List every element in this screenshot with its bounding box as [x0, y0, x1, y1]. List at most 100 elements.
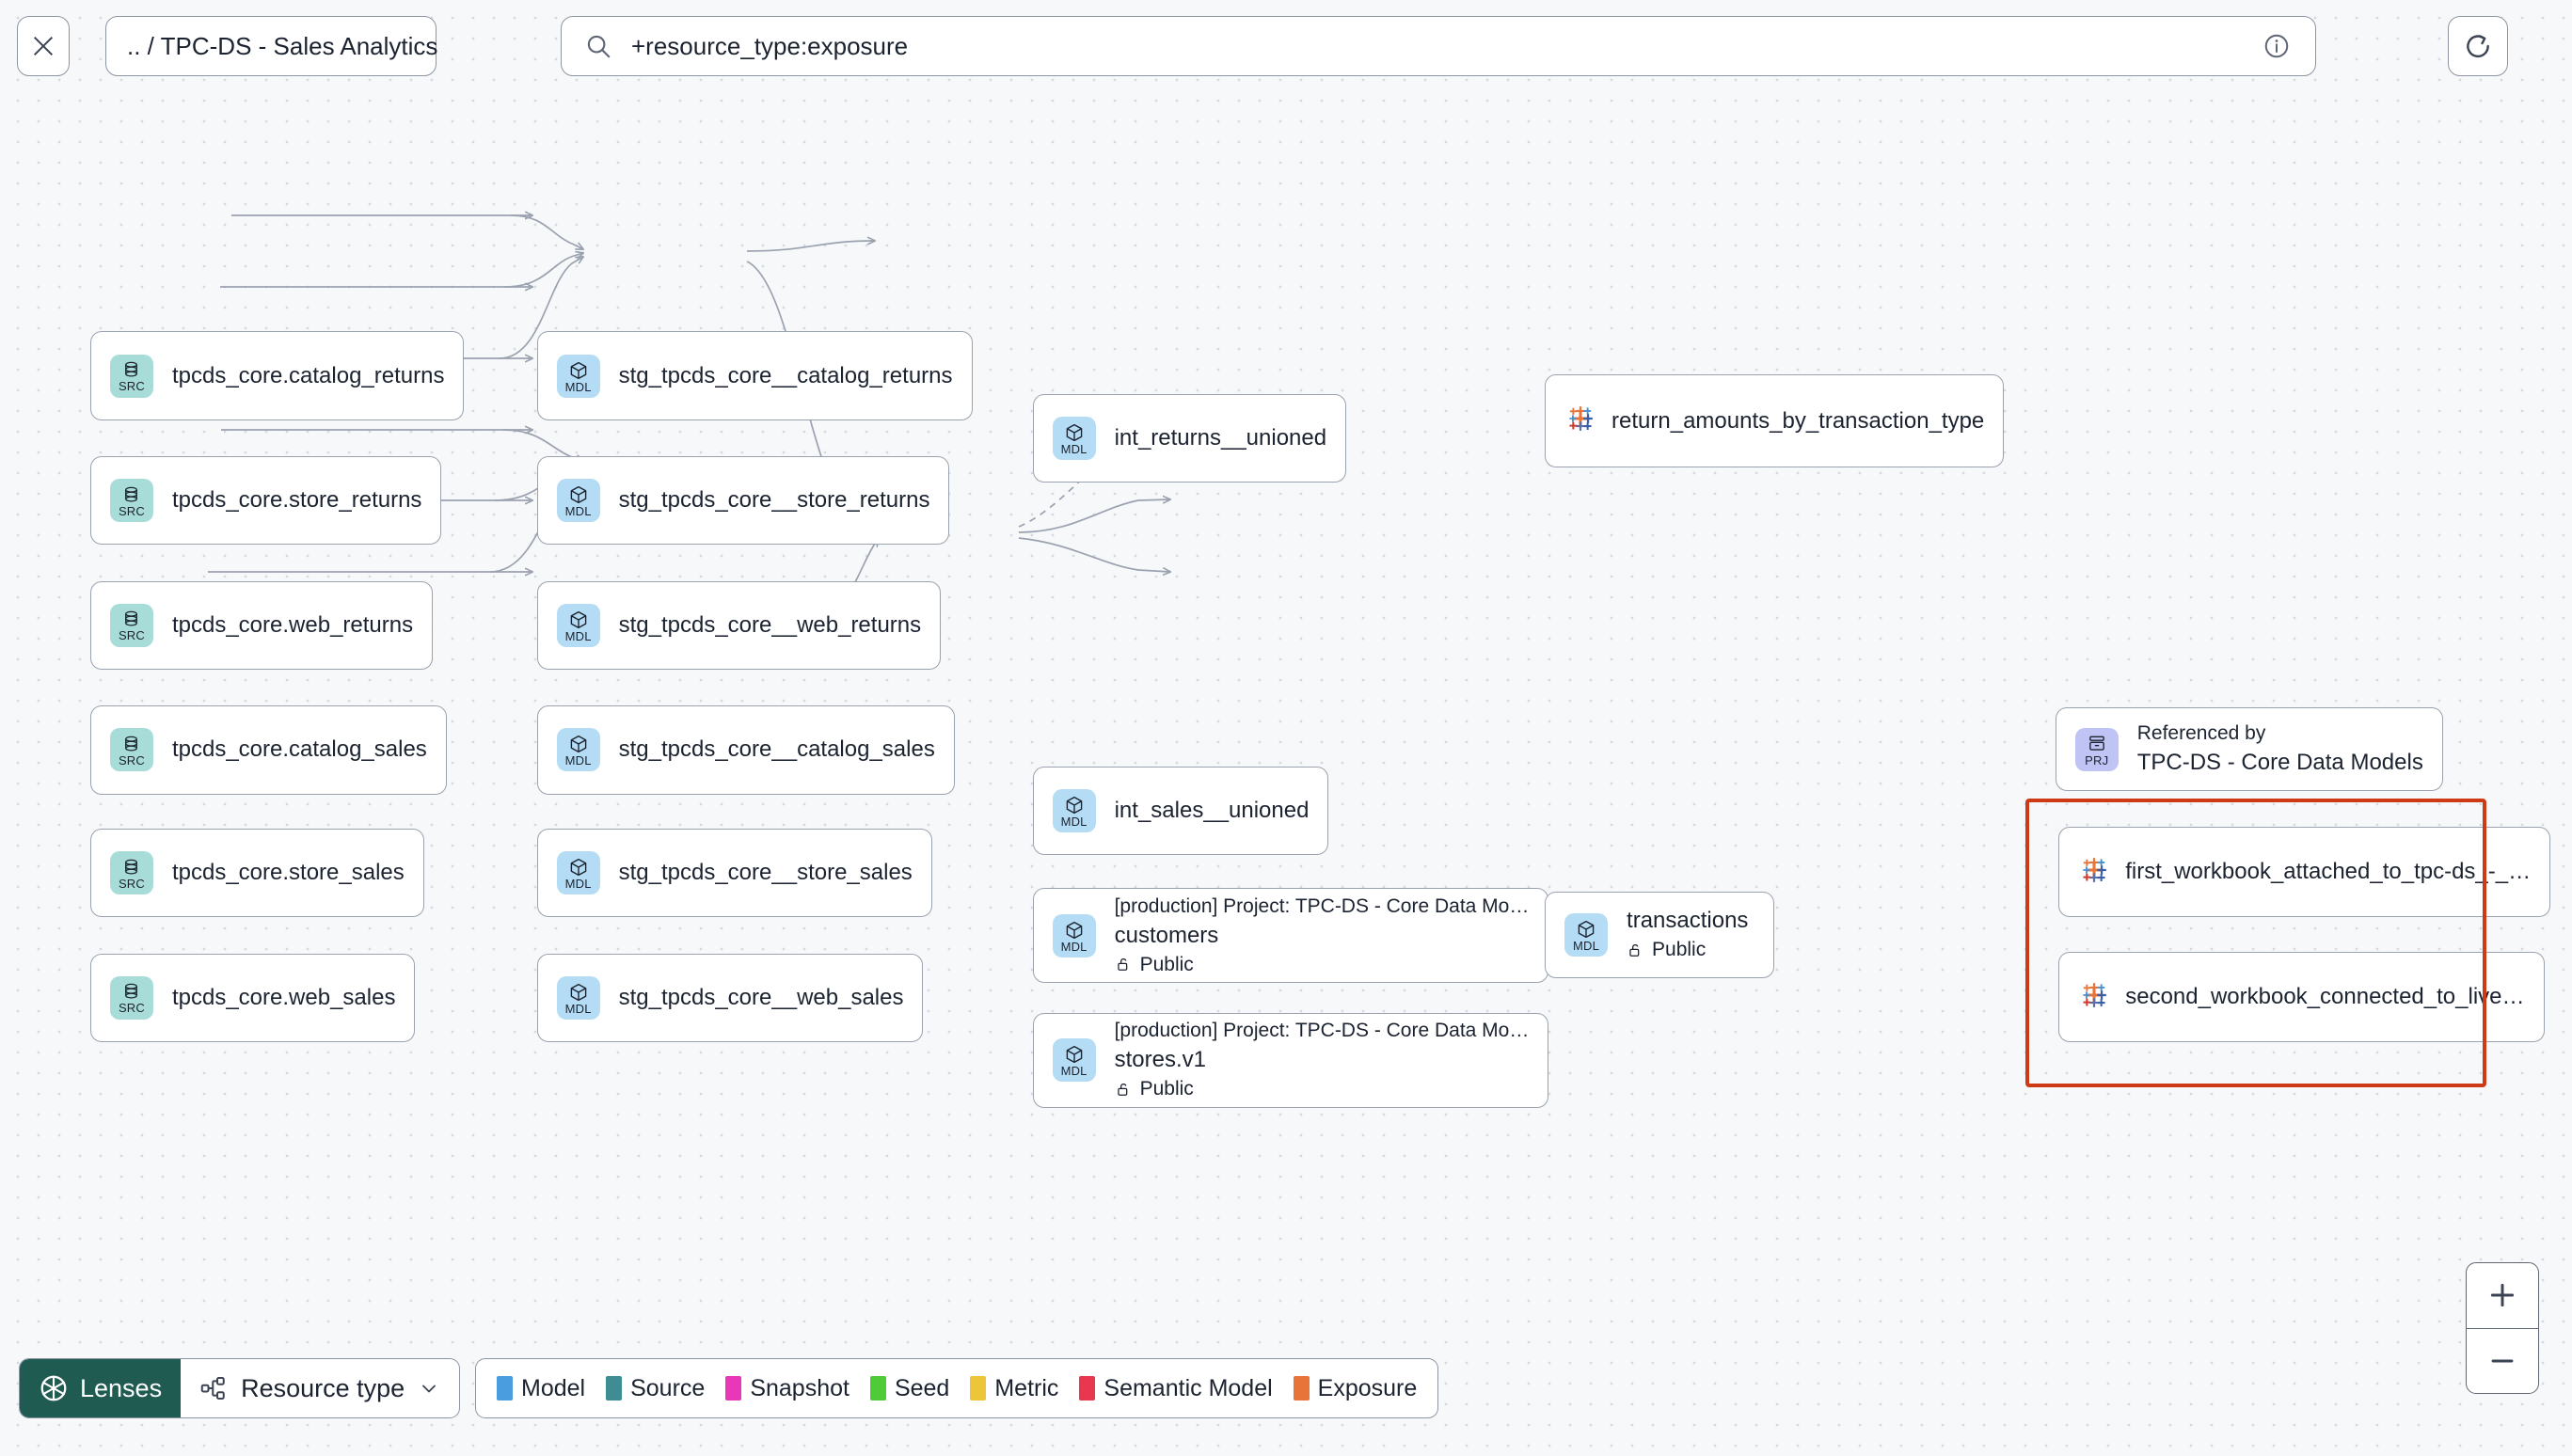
close-button[interactable]	[17, 16, 70, 76]
search-input[interactable]: +resource_type:exposure	[631, 31, 909, 60]
lenses-label: Lenses	[80, 1373, 163, 1402]
legend-label: Snapshot	[750, 1374, 849, 1401]
tableau-icon	[1569, 406, 1593, 431]
hierarchy-icon	[200, 1377, 225, 1400]
close-icon	[33, 36, 54, 56]
graph-node-prj-referenced-by[interactable]: PRJ Referenced by TPC-DS - Core Data Mod…	[2055, 707, 2443, 792]
database-icon	[125, 361, 138, 377]
node-type-badge-src: SRC	[109, 479, 153, 523]
tableau-icon	[2083, 858, 2107, 882]
node-type-badge-mdl: MDL	[556, 728, 600, 772]
node-label: tpcds_core.web_sales	[171, 984, 396, 1010]
project-box-icon	[2088, 736, 2104, 751]
legend-item-semantic-model[interactable]: Semantic Model	[1079, 1375, 1273, 1402]
node-label: tpcds_core.catalog_sales	[171, 736, 427, 763]
unlock-icon	[1117, 958, 1127, 971]
resource-type-dropdown[interactable]: Resource type	[181, 1359, 459, 1417]
search-icon	[587, 35, 611, 58]
node-label: stg_tpcds_core__store_returns	[618, 487, 930, 514]
graph-node-exp-second-workbook[interactable]: second_workbook_connected_to_live…	[2058, 952, 2545, 1043]
refresh-button[interactable]	[2448, 16, 2508, 76]
info-circle-icon	[2264, 34, 2289, 58]
node-label: stg_tpcds_core__web_returns	[618, 611, 922, 638]
graph-node-exp-return-amounts[interactable]: return_amounts_by_transaction_type	[1545, 373, 2005, 468]
zoom-controls[interactable]	[2466, 1262, 2539, 1394]
node-referenced-by-label: Referenced by	[2136, 722, 2266, 745]
zoom-in-button[interactable]	[2467, 1263, 2538, 1329]
lenses-button[interactable]: Lenses	[20, 1359, 182, 1417]
legend-label: Seed	[894, 1374, 950, 1401]
node-visibility: Public	[1115, 954, 1530, 976]
graph-node-exp-first-workbook[interactable]: first_workbook_attached_to_tpc-ds_-_…	[2058, 827, 2551, 918]
legend-swatch	[1293, 1376, 1310, 1401]
cube-icon	[1066, 796, 1082, 815]
node-visibility: Public	[1627, 939, 1748, 961]
legend-item-model[interactable]: Model	[497, 1375, 585, 1402]
legend-swatch	[497, 1376, 513, 1401]
node-project-path: [production] Project: TPC-DS - Core Data…	[1114, 894, 1530, 917]
node-label: first_workbook_attached_to_tpc-ds_-_…	[2125, 859, 2532, 885]
database-icon	[125, 486, 138, 502]
graph-node-mdl-customers[interactable]: MDL [production] Project: TPC-DS - Core …	[1032, 888, 1549, 984]
unlock-icon	[1629, 943, 1640, 957]
breadcrumb-label: .. / TPC-DS - Sales Analytics	[127, 31, 438, 60]
node-text-stack: Referenced by TPC-DS - Core Data Models	[2137, 722, 2423, 776]
exposure-highlight-box	[2025, 799, 2486, 1087]
legend-item-seed[interactable]: Seed	[869, 1374, 950, 1402]
cube-icon	[1066, 1046, 1082, 1064]
node-type-badge-mdl: MDL	[1052, 1038, 1096, 1083]
graph-node-mdl-stg-catalog-returns[interactable]: MDL stg_tpcds_core__catalog_returns	[536, 331, 973, 420]
legend-item-source[interactable]: Source	[606, 1375, 705, 1402]
legend-item-exposure[interactable]: Exposure	[1293, 1374, 1418, 1402]
cube-icon	[1066, 423, 1082, 441]
node-type-badge-src: SRC	[109, 975, 153, 1020]
top-toolbar: .. / TPC-DS - Sales Analytics +resource_…	[0, 0, 2572, 111]
legend-swatch	[869, 1376, 886, 1401]
search-info-button[interactable]	[2262, 32, 2291, 60]
node-label: tpcds_core.store_sales	[171, 860, 405, 886]
cube-icon	[1578, 920, 1595, 938]
node-type-badge-mdl: MDL	[1052, 913, 1096, 957]
node-text-stack: transactions Public	[1627, 908, 1748, 961]
graph-node-mdl-stores-v1[interactable]: MDL [production] Project: TPC-DS - Core …	[1032, 1012, 1549, 1108]
search-bar[interactable]: +resource_type:exposure	[561, 16, 2316, 76]
node-project-path: [production] Project: TPC-DS - Core Data…	[1114, 1020, 1530, 1042]
node-label: stg_tpcds_core__catalog_returns	[618, 362, 953, 388]
node-label: stg_tpcds_core__web_sales	[618, 984, 904, 1010]
minus-icon	[2491, 1359, 2514, 1363]
legend-swatch	[970, 1376, 987, 1401]
refresh-icon	[2467, 35, 2489, 58]
legend-swatch	[725, 1376, 742, 1401]
node-label: int_returns__unioned	[1114, 424, 1327, 451]
legend-item-metric[interactable]: Metric	[970, 1375, 1058, 1402]
cube-icon	[570, 736, 586, 753]
legend-label: Exposure	[1317, 1374, 1418, 1401]
legend-label: Model	[521, 1374, 586, 1401]
graph-node-mdl-transactions[interactable]: MDL transactions Public	[1545, 891, 1775, 979]
zoom-out-button[interactable]	[2467, 1329, 2538, 1394]
plus-icon	[2490, 1284, 2515, 1307]
graph-node-src-web-sales[interactable]: SRC tpcds_core.web_sales	[89, 953, 416, 1043]
breadcrumb[interactable]: .. / TPC-DS - Sales Analytics	[105, 16, 437, 76]
node-type-badge-mdl: MDL	[556, 851, 600, 895]
tableau-icon	[2083, 982, 2107, 1007]
node-type-badge-mdl: MDL	[556, 354, 600, 398]
cube-icon	[570, 610, 586, 628]
lenses-toolbar: Lenses Resource type	[19, 1358, 461, 1418]
legend-item-snapshot[interactable]: Snapshot	[725, 1375, 849, 1402]
resource-type-label: Resource type	[241, 1373, 405, 1402]
legend-label: Metric	[994, 1374, 1059, 1401]
